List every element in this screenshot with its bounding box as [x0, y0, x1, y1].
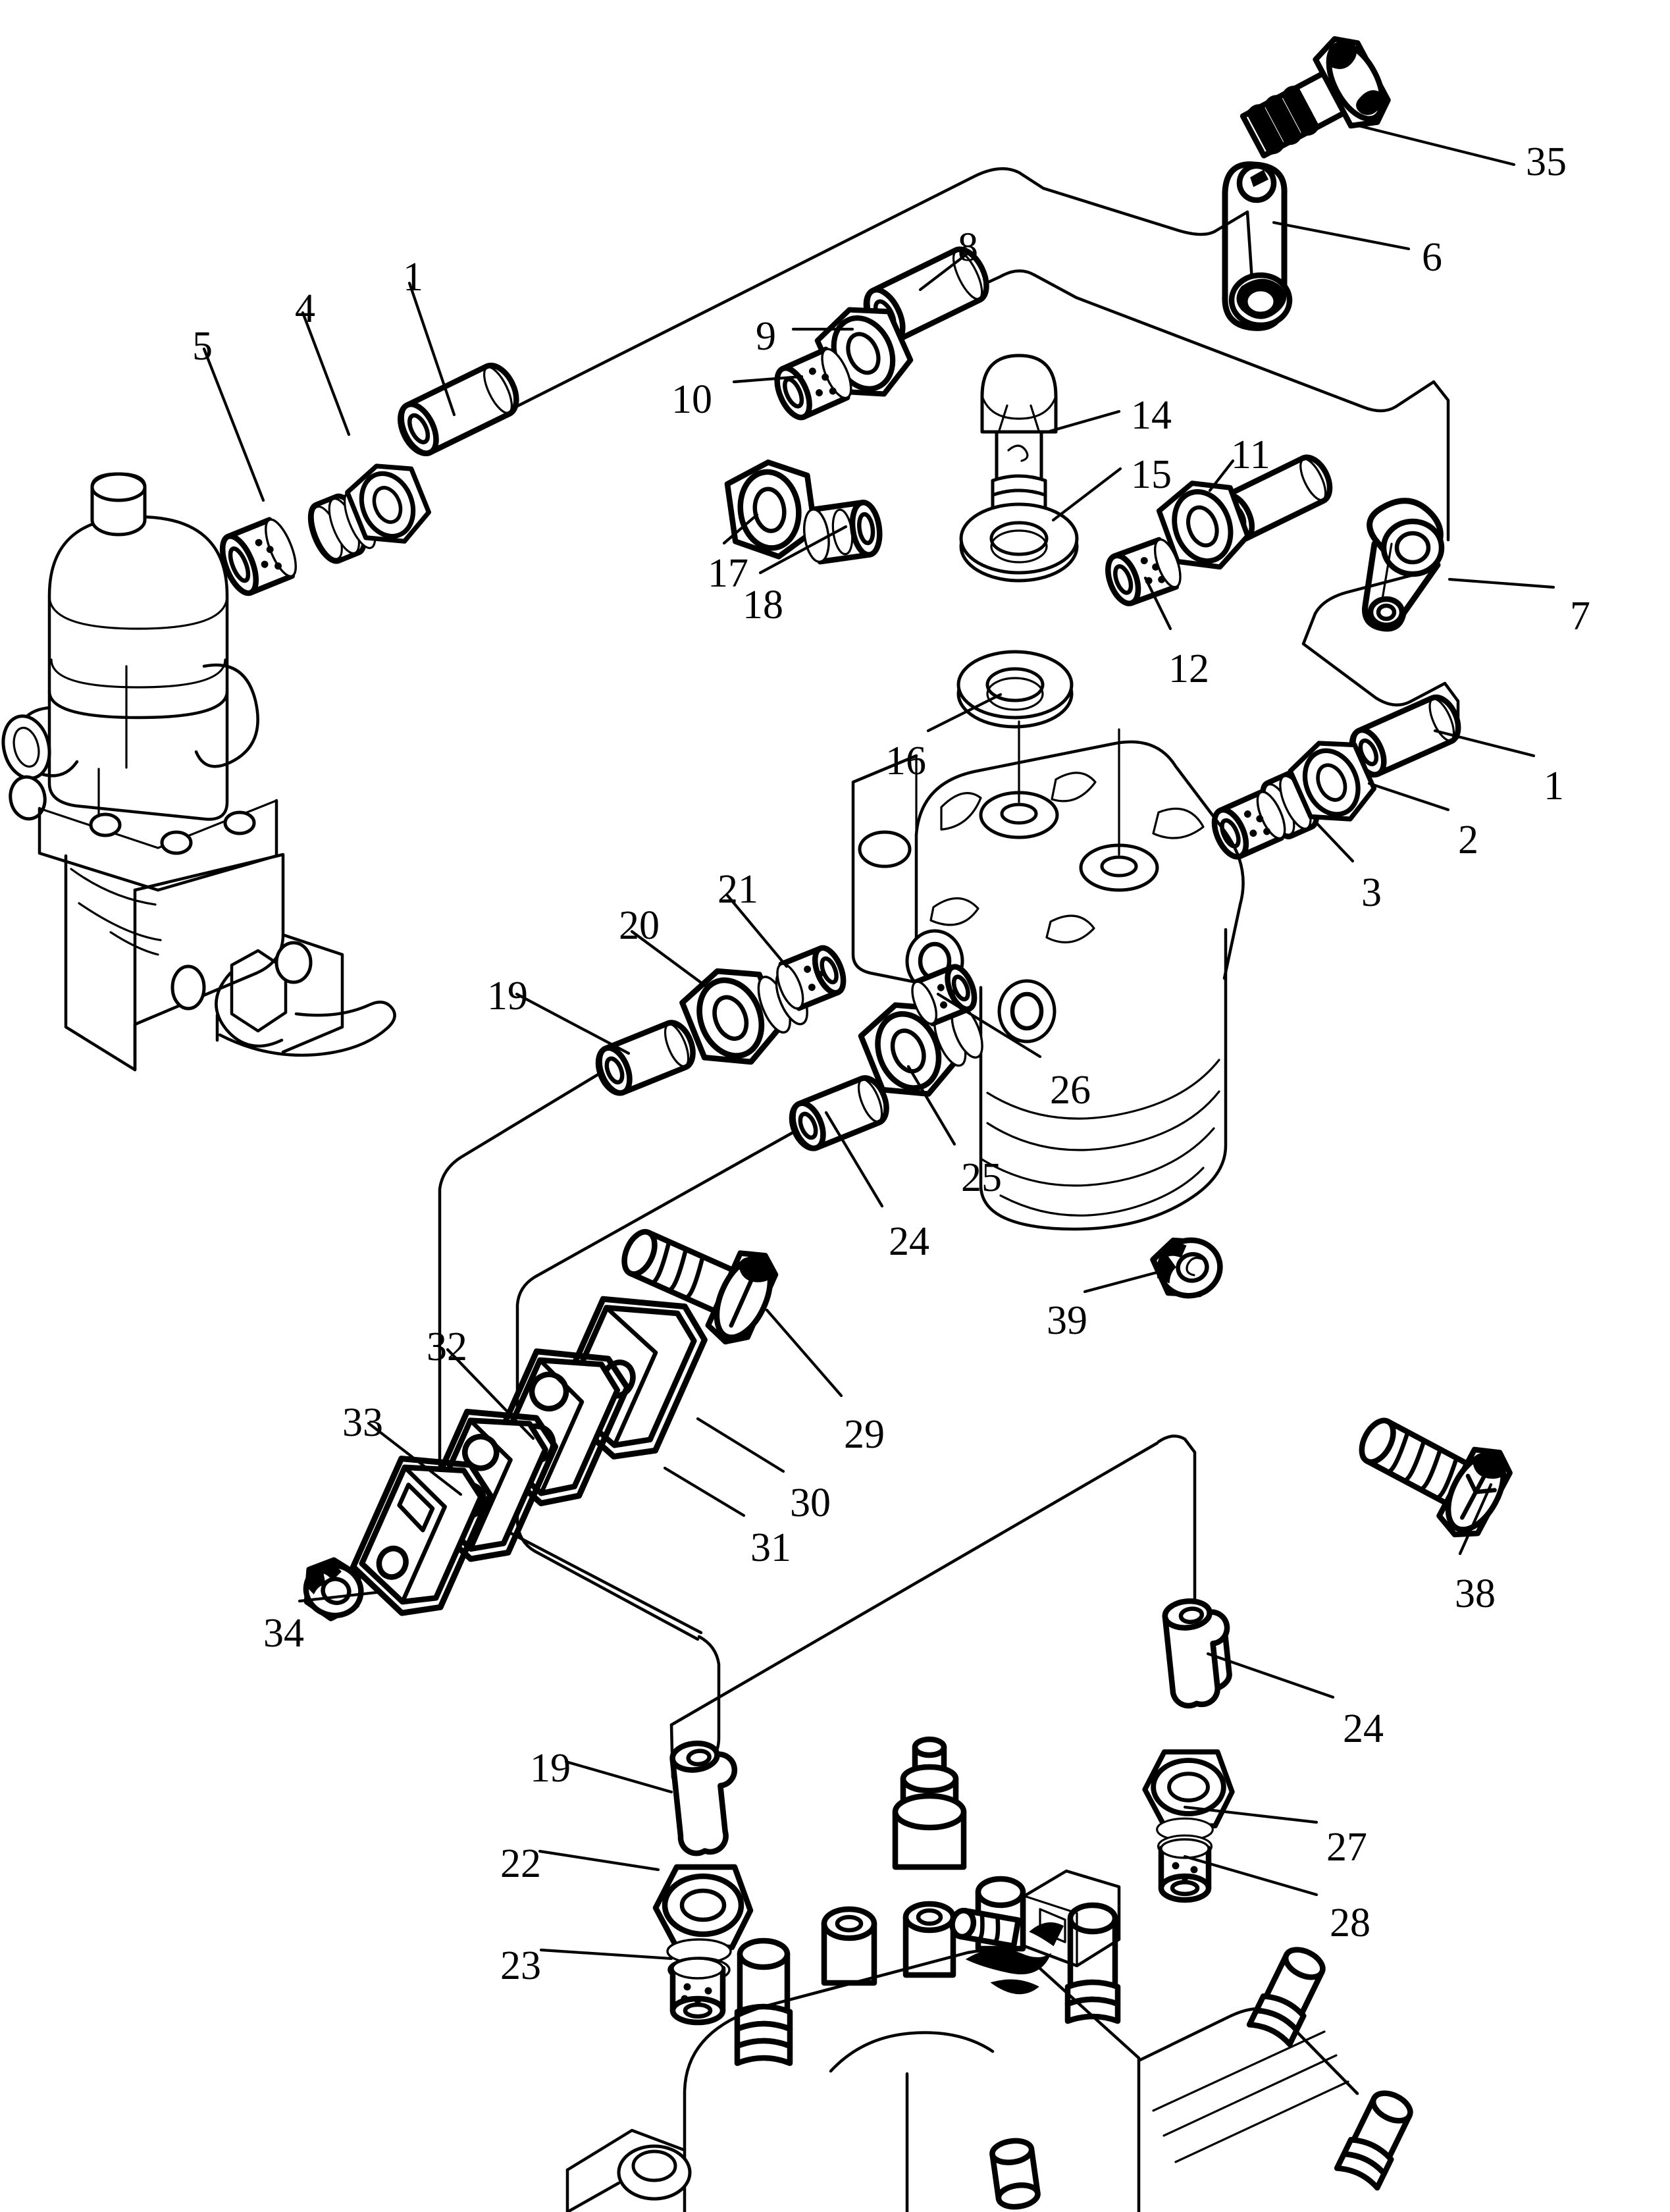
callout-number-38: 38	[1455, 1571, 1496, 1616]
part-28-nipple	[1158, 1838, 1212, 1903]
part-23-nipple	[669, 1957, 726, 2026]
callout-number-25: 25	[961, 1155, 1002, 1200]
callout-number-21: 21	[718, 867, 758, 912]
callout-number-24: 24	[1343, 1706, 1384, 1751]
part-17-union-nut	[725, 457, 818, 562]
callout-number-11: 11	[1231, 433, 1270, 477]
bracket-stub	[949, 1907, 1022, 1949]
callout-number-19: 19	[487, 974, 528, 1018]
part-25-union-nut	[855, 980, 983, 1109]
callout-number-7: 7	[1570, 594, 1590, 639]
callout-number-24: 24	[889, 1219, 929, 1264]
callout-number-3: 3	[1361, 870, 1382, 915]
callout-number-2: 2	[1458, 818, 1478, 862]
callout-number-33: 33	[342, 1400, 383, 1445]
callout-number-19: 19	[530, 1746, 571, 1791]
part-10-nipple	[774, 346, 852, 421]
part-24-hose-mid	[789, 1075, 889, 1151]
callout-number-10: 10	[671, 377, 712, 422]
part-7-pipe-clamp	[1362, 498, 1445, 632]
part-6-clamp-plate	[1222, 161, 1293, 331]
callout-number-26: 26	[1050, 1068, 1091, 1113]
callout-number-5: 5	[192, 324, 213, 369]
pump-side-fitting	[1246, 1947, 1326, 2047]
callout-number-28: 28	[1330, 1901, 1370, 1945]
pump-side-fitting-2	[1334, 2090, 1413, 2191]
callout-number-34: 34	[263, 1611, 304, 1656]
pump-bottom-fitting	[989, 2138, 1041, 2210]
callout-number-35: 35	[1526, 140, 1567, 184]
callout-number-23: 23	[500, 1943, 541, 1988]
part-29-flange-bolt	[621, 1228, 779, 1345]
callout-number-1: 1	[1544, 764, 1564, 808]
callout-number-39: 39	[1047, 1298, 1087, 1343]
callout-number-6: 6	[1422, 235, 1442, 280]
part-5-nipple	[219, 517, 297, 596]
delivery-valve-3	[902, 1901, 956, 1978]
callout-number-8: 8	[958, 225, 978, 270]
delivery-valve-1	[734, 1937, 793, 2067]
callout-number-18: 18	[743, 583, 783, 627]
part-34-nut	[303, 1557, 364, 1621]
part-35-flange-bolt	[1239, 36, 1391, 159]
part-39-flange-nut	[1150, 1237, 1223, 1299]
fuel-feed-pump-assembly	[1, 472, 396, 1072]
overflow-valve	[892, 1736, 967, 1870]
part-4-union-nut	[307, 454, 436, 564]
callout-number-32: 32	[427, 1325, 467, 1369]
callout-number-31: 31	[750, 1525, 791, 1570]
injection-pump-assembly	[565, 1736, 1413, 2212]
callout-number-12: 12	[1168, 646, 1209, 691]
part-15-washer	[959, 502, 1079, 583]
part-18-nipple	[803, 500, 883, 565]
part-19-hose-bottom	[669, 1740, 738, 1856]
callout-number-14: 14	[1131, 393, 1172, 438]
fuel-filter-assembly	[851, 650, 1245, 1231]
callout-number-29: 29	[844, 1412, 885, 1457]
callout-leader-lines	[202, 123, 1555, 1961]
callout-number-20: 20	[619, 903, 660, 948]
part-38-flange-bolt	[1359, 1417, 1513, 1538]
callout-number-27: 27	[1326, 1825, 1367, 1870]
callout-number-9: 9	[756, 314, 776, 359]
part-21-nipple	[776, 945, 847, 1011]
part-33-clamp-bracket	[350, 1456, 494, 1616]
callout-number-4: 4	[295, 286, 315, 331]
callout-number-1: 1	[403, 255, 423, 300]
part-12-nipple	[1105, 537, 1182, 606]
part-19-hose-mid	[595, 1020, 696, 1096]
delivery-valve-2	[821, 1906, 877, 1986]
part-1-hose-top-left	[398, 362, 519, 456]
callout-number-17: 17	[708, 551, 748, 596]
part-16-washer	[956, 650, 1074, 729]
callout-number-15: 15	[1131, 452, 1172, 497]
part-3-nipple	[1211, 789, 1286, 860]
pipe-clamp-stack	[303, 1228, 779, 1621]
callout-number-22: 22	[500, 1841, 541, 1886]
part-24-hose-bottom	[1162, 1598, 1232, 1709]
pump-pipe-union	[1064, 1902, 1121, 2024]
callout-number-16: 16	[885, 739, 926, 783]
callout-number-30: 30	[790, 1481, 831, 1525]
